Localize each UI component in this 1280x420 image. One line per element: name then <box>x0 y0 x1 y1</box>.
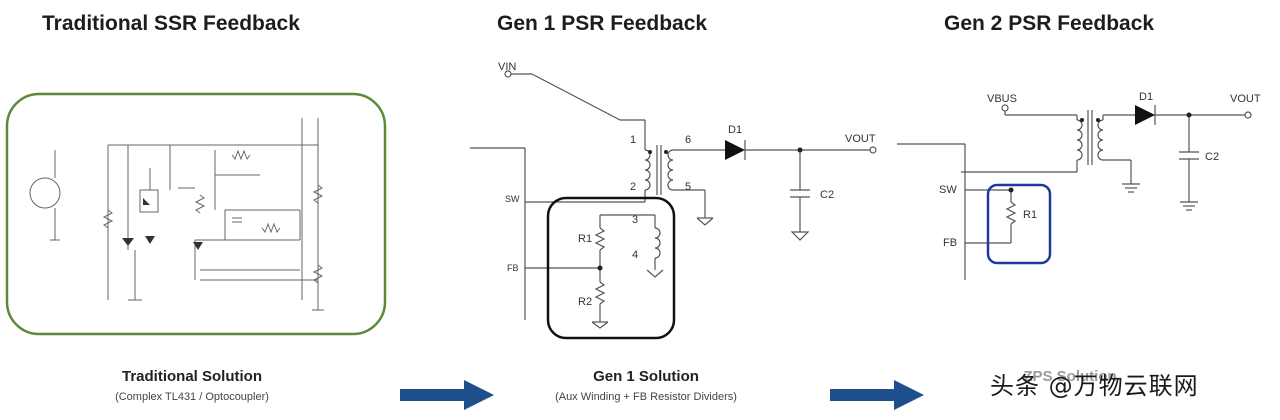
gen2-label-vbus: VBUS <box>987 93 1017 105</box>
gen2-d1-diode-symbol <box>1135 105 1155 125</box>
label-vout: VOUT <box>845 133 876 145</box>
gen2-label-fb: FB <box>943 237 957 249</box>
arrow-right-icon <box>830 380 924 410</box>
label-r2: R2 <box>578 296 592 308</box>
heading-gen1-psr: Gen 1 PSR Feedback <box>497 12 708 35</box>
caption-traditional-sub: (Complex TL431 / Optocoupler) <box>115 391 269 403</box>
caption-gen1-title: Gen 1 Solution <box>593 368 699 385</box>
gen2-label-r1: R1 <box>1023 209 1037 221</box>
label-r1: R1 <box>578 233 592 245</box>
pin-6: 6 <box>685 134 691 146</box>
label-fb: FB <box>507 263 519 273</box>
pin-5: 5 <box>685 181 691 193</box>
caption-traditional-title: Traditional Solution <box>122 368 262 385</box>
heading-traditional-ssr: Traditional SSR Feedback <box>42 12 300 35</box>
label-d1: D1 <box>728 124 742 136</box>
d1-diode-symbol <box>725 140 745 160</box>
caption-traditional: Traditional Solution (Complex TL431 / Op… <box>42 368 342 403</box>
label-sw: SW <box>505 194 520 204</box>
gen2-label-sw: SW <box>939 184 957 196</box>
gen2-schematic: VBUS VOUT D1 C2 SW FB R1 <box>897 91 1261 280</box>
pin-2: 2 <box>630 181 636 193</box>
gen2-label-d1: D1 <box>1139 91 1153 103</box>
caption-gen2: ZPS Solution <box>940 368 1200 385</box>
pin-4: 4 <box>632 249 638 261</box>
ssr-schematic <box>5 92 387 336</box>
caption-gen1: Gen 1 Solution (Aux Winding + FB Resisto… <box>496 368 796 403</box>
gen2-label-c2: C2 <box>1205 151 1219 163</box>
gen1-schematic: VIN VOUT D1 C2 SW FB R1 R2 1 2 3 4 5 6 <box>470 61 877 340</box>
gen1-feedback-box <box>546 196 676 340</box>
label-vin: VIN <box>498 61 516 73</box>
heading-gen2-psr: Gen 2 PSR Feedback <box>944 12 1155 35</box>
gen2-feedback-box <box>986 183 1052 265</box>
gen2-label-vout: VOUT <box>1230 93 1261 105</box>
arrow-right-icon <box>400 380 494 410</box>
caption-gen1-sub: (Aux Winding + FB Resistor Dividers) <box>555 391 737 403</box>
caption-gen2-title: ZPS Solution <box>1023 368 1117 385</box>
watermark: 头条 @万物云联网 <box>990 372 1199 400</box>
ssr-highlight-box <box>5 92 387 336</box>
pin-1: 1 <box>630 134 636 146</box>
label-c2: C2 <box>820 189 834 201</box>
pin-3: 3 <box>632 214 638 226</box>
